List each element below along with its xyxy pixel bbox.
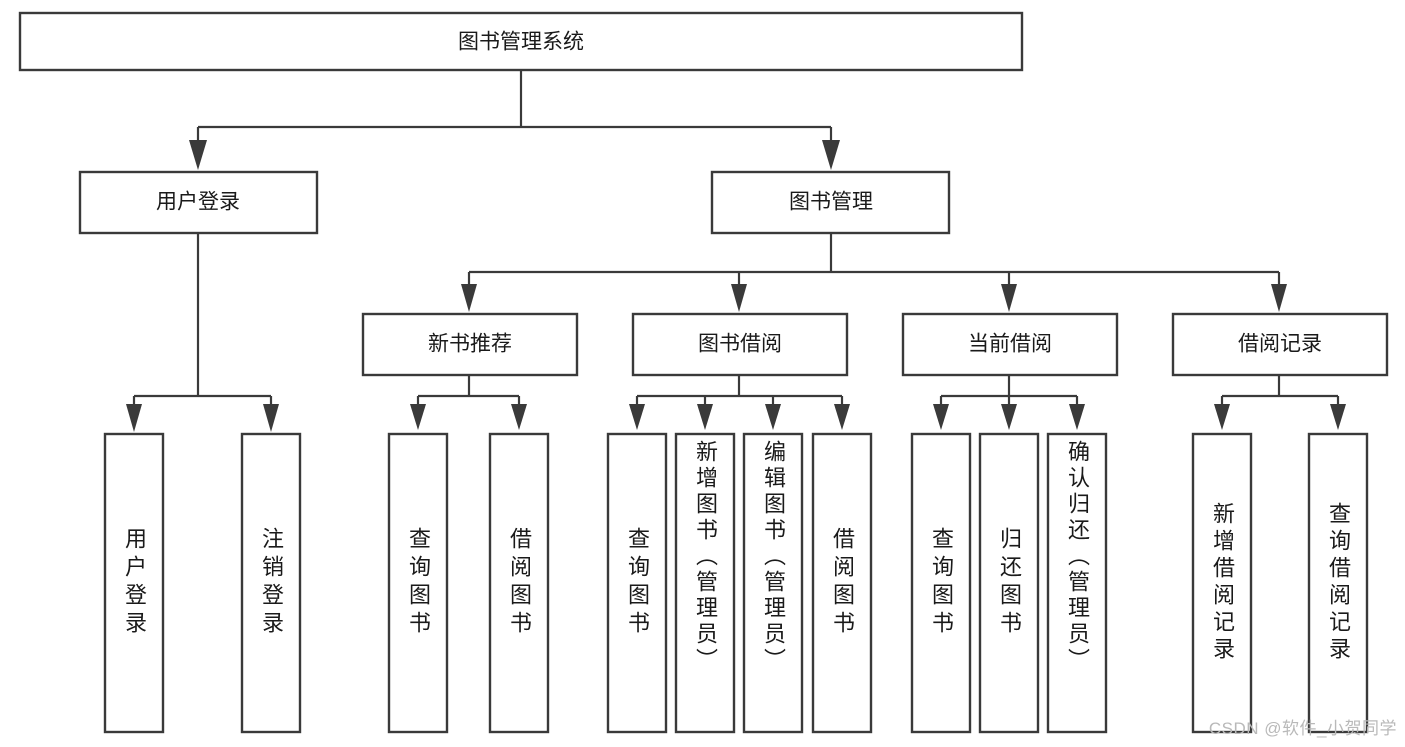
node-leaf-confirm-return[interactable]: 确认归还（管理员） [1046, 432, 1108, 734]
node-new-book-recommend-box[interactable] [361, 312, 579, 377]
arrowhead-leaf-add-record [1214, 404, 1230, 430]
node-leaf-logout-login[interactable]: 注销登录 [240, 432, 302, 734]
node-user-login-label: 用户登录 [156, 191, 240, 214]
node-current-borrow-box[interactable] [901, 312, 1119, 377]
node-leaf-borrow-book-2[interactable]: 借阅图书 [811, 432, 873, 734]
node-leaf-return-book-box[interactable] [978, 432, 1040, 734]
node-leaf-query-book-1-textwrap: 查询图书 [406, 527, 431, 639]
node-book-borrow-label: 图书借阅 [698, 333, 782, 356]
node-leaf-borrow-book-1-box[interactable] [488, 432, 550, 734]
csdn-watermark: CSDN @软件_小贺同学 [1208, 719, 1397, 738]
node-leaf-query-record-textwrap: 查询借阅记录 [1326, 502, 1351, 664]
node-leaf-query-book-3-label: 查询图书 [929, 527, 954, 639]
node-new-book-recommend[interactable]: 新书推荐 [361, 312, 579, 377]
arrowhead-leaf-logout-login [263, 404, 279, 432]
node-leaf-user-login-label: 用户登录 [122, 527, 147, 639]
node-leaf-query-book-2-label: 查询图书 [625, 527, 650, 639]
node-book-borrow-box[interactable] [631, 312, 849, 377]
node-leaf-edit-book-box[interactable] [742, 432, 804, 734]
node-leaf-confirm-return-textwrap: 确认归还（管理员） [1065, 440, 1090, 674]
node-leaf-query-book-1-box[interactable] [387, 432, 449, 734]
node-leaf-return-book-label: 归还图书 [997, 527, 1022, 639]
node-leaf-query-book-2-box[interactable] [606, 432, 668, 734]
node-leaf-query-record-box[interactable] [1307, 432, 1369, 734]
node-leaf-query-book-3-box[interactable] [910, 432, 972, 734]
node-user-login-box[interactable] [78, 170, 319, 235]
node-leaf-query-record-label: 查询借阅记录 [1326, 502, 1351, 664]
node-root[interactable]: 图书管理系统 [18, 11, 1024, 72]
arrowhead-leaf-return-book [1001, 404, 1017, 430]
node-leaf-confirm-return-box[interactable] [1046, 432, 1108, 734]
node-borrow-record-box[interactable] [1171, 312, 1389, 377]
node-book-manage[interactable]: 图书管理 [710, 170, 951, 235]
arrowhead-current-borrow [1001, 284, 1017, 312]
node-leaf-borrow-book-2-box[interactable] [811, 432, 873, 734]
node-root-box[interactable] [18, 11, 1024, 72]
node-leaf-query-book-3-textwrap: 查询图书 [929, 527, 954, 639]
node-leaf-add-record[interactable]: 新增借阅记录 [1191, 432, 1253, 734]
arrowhead-leaf-borrow-book-2 [834, 404, 850, 430]
node-leaf-confirm-return-label: 确认归还（管理员） [1065, 440, 1090, 674]
arrowhead-leaf-query-book-3 [933, 404, 949, 430]
node-leaf-edit-book-label: 编辑图书（管理员） [761, 440, 786, 674]
node-leaf-logout-login-label: 注销登录 [259, 527, 284, 639]
arrowhead-leaf-query-book-1 [410, 404, 426, 430]
node-leaf-user-login[interactable]: 用户登录 [103, 432, 165, 734]
arrowhead-book-manage [822, 140, 840, 170]
arrowhead-borrow-record [1271, 284, 1287, 312]
node-leaf-query-book-1[interactable]: 查询图书 [387, 432, 449, 734]
node-new-book-recommend-label: 新书推荐 [428, 333, 512, 356]
arrowhead-leaf-query-book-2 [629, 404, 645, 430]
node-leaf-user-login-textwrap: 用户登录 [122, 527, 147, 639]
node-leaf-add-record-box[interactable] [1191, 432, 1253, 734]
node-current-borrow-label: 当前借阅 [968, 333, 1052, 356]
node-leaf-borrow-book-1-textwrap: 借阅图书 [507, 527, 532, 639]
node-leaf-logout-login-box[interactable] [240, 432, 302, 734]
node-leaf-query-book-2-textwrap: 查询图书 [625, 527, 650, 639]
node-leaf-edit-book-textwrap: 编辑图书（管理员） [761, 440, 786, 674]
arrowhead-new-book-recommend [461, 284, 477, 312]
node-leaf-add-book[interactable]: 新增图书（管理员） [674, 432, 736, 734]
node-leaf-borrow-book-1[interactable]: 借阅图书 [488, 432, 550, 734]
node-leaf-add-book-textwrap: 新增图书（管理员） [693, 440, 718, 674]
node-user-login[interactable]: 用户登录 [78, 170, 319, 235]
node-borrow-record-label: 借阅记录 [1238, 333, 1322, 356]
arrowhead-book-borrow [731, 284, 747, 312]
node-leaf-query-book-3[interactable]: 查询图书 [910, 432, 972, 734]
node-leaf-return-book-textwrap: 归还图书 [997, 527, 1022, 639]
arrowhead-leaf-confirm-return [1069, 404, 1085, 430]
arrowhead-leaf-query-record [1330, 404, 1346, 430]
arrowhead-leaf-edit-book [765, 404, 781, 430]
node-borrow-record[interactable]: 借阅记录 [1171, 312, 1389, 377]
node-book-manage-box[interactable] [710, 170, 951, 235]
node-leaf-logout-login-textwrap: 注销登录 [259, 527, 284, 639]
connector-layer [126, 70, 1346, 432]
node-leaf-add-record-label: 新增借阅记录 [1210, 502, 1235, 664]
node-leaf-return-book[interactable]: 归还图书 [978, 432, 1040, 734]
node-leaf-query-record[interactable]: 查询借阅记录 [1307, 432, 1369, 734]
node-leaf-borrow-book-2-label: 借阅图书 [830, 527, 855, 639]
node-root-label: 图书管理系统 [458, 31, 584, 54]
node-current-borrow[interactable]: 当前借阅 [901, 312, 1119, 377]
node-leaf-borrow-book-2-textwrap: 借阅图书 [830, 527, 855, 639]
node-leaf-query-book-2[interactable]: 查询图书 [606, 432, 668, 734]
node-leaf-add-book-label: 新增图书（管理员） [693, 440, 718, 674]
node-leaf-edit-book[interactable]: 编辑图书（管理员） [742, 432, 804, 734]
node-leaf-add-book-box[interactable] [674, 432, 736, 734]
node-leaf-query-book-1-label: 查询图书 [406, 527, 431, 639]
node-book-borrow[interactable]: 图书借阅 [631, 312, 849, 377]
node-book-manage-label: 图书管理 [789, 191, 873, 214]
arrowhead-leaf-borrow-book-1 [511, 404, 527, 430]
node-leaf-user-login-box[interactable] [103, 432, 165, 734]
node-leaf-borrow-book-1-label: 借阅图书 [507, 527, 532, 639]
arrowhead-leaf-user-login [126, 404, 142, 432]
arrowhead-user-login [189, 140, 207, 170]
node-leaf-add-record-textwrap: 新增借阅记录 [1210, 502, 1235, 664]
arrowhead-leaf-add-book [697, 404, 713, 430]
